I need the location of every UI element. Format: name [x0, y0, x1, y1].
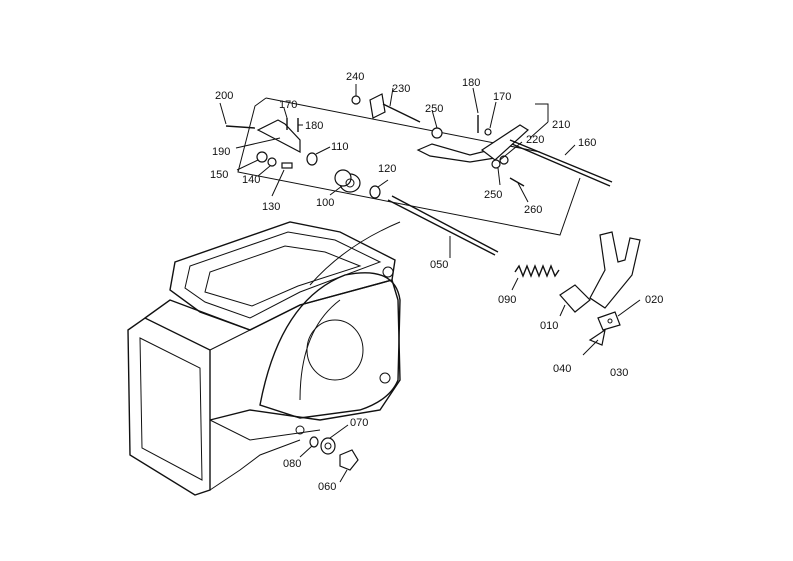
label-260: 260 — [524, 204, 542, 216]
label-120: 120 — [378, 163, 396, 175]
part-010-fork — [559, 231, 641, 313]
label-110: 110 — [331, 141, 349, 153]
transmission-case — [127, 221, 401, 496]
label-170-right: 170 — [493, 91, 511, 103]
left-pin-assembly — [225, 118, 318, 169]
label-210: 210 — [552, 119, 570, 131]
label-160: 160 — [578, 137, 596, 149]
label-030: 030 — [610, 367, 628, 379]
drain-plug-parts — [309, 436, 359, 471]
label-070: 070 — [350, 417, 368, 429]
label-020: 020 — [645, 294, 663, 306]
label-080: 080 — [283, 458, 301, 470]
label-170-left: 170 — [279, 99, 297, 111]
part-100-boot — [334, 169, 361, 193]
label-130: 130 — [262, 201, 280, 213]
label-010: 010 — [540, 320, 558, 332]
label-200: 200 — [215, 90, 233, 102]
label-180-left: 180 — [305, 120, 323, 132]
label-040: 040 — [553, 363, 571, 375]
label-240: 240 — [346, 71, 364, 83]
part-020-bracket — [597, 311, 621, 331]
label-150: 150 — [210, 169, 228, 181]
label-060: 060 — [318, 481, 336, 493]
label-250-top: 250 — [425, 103, 443, 115]
leader-lines — [219, 84, 641, 483]
label-250-bottom: 250 — [484, 189, 502, 201]
label-230: 230 — [392, 83, 410, 95]
part-090-spring — [514, 264, 560, 278]
label-140: 140 — [242, 174, 260, 186]
part-050-rod — [387, 195, 499, 256]
label-190: 190 — [212, 146, 230, 158]
label-050: 050 — [430, 259, 448, 271]
upper-linkage — [351, 93, 613, 187]
label-100: 100 — [316, 197, 334, 209]
label-090: 090 — [498, 294, 516, 306]
part-120-ring — [369, 185, 381, 199]
label-220: 220 — [526, 134, 544, 146]
part-labels: 200 170 180 190 110 150 140 130 100 240 … — [210, 71, 663, 493]
label-180-right: 180 — [462, 77, 480, 89]
part-030-pin — [582, 328, 606, 356]
